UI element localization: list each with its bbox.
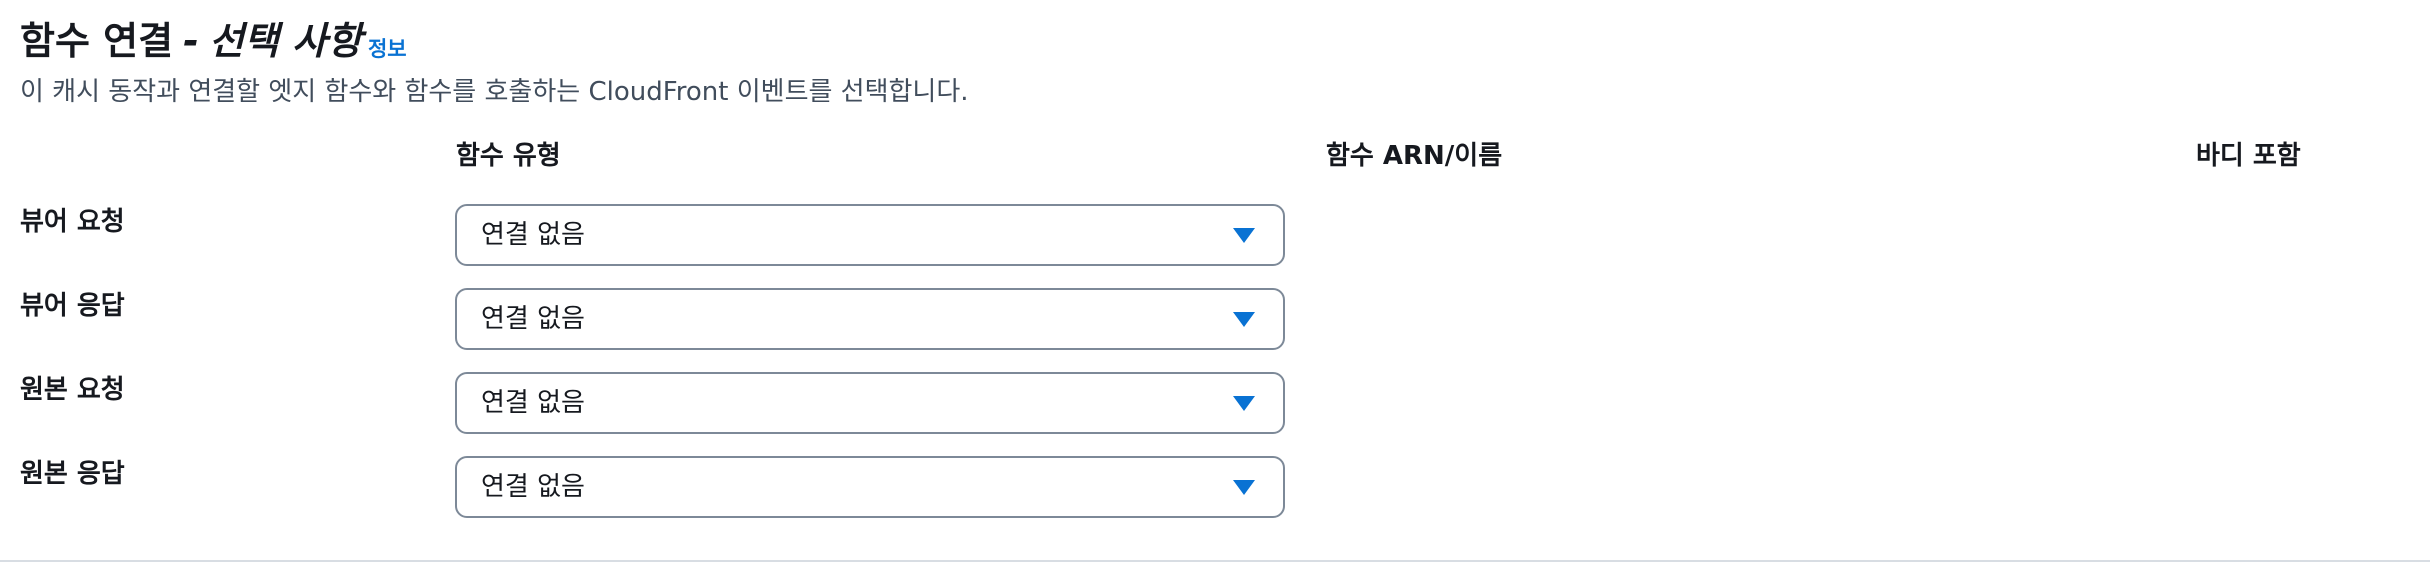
section-heading: 함수 연결 - 선택 사항 정보 xyxy=(20,16,407,66)
row-label-viewer-request: 뷰어 요청 xyxy=(20,207,125,237)
select-value: 연결 없음 xyxy=(481,388,585,418)
bottom-divider xyxy=(0,560,2430,562)
function-type-select-origin-request[interactable]: 연결 없음 xyxy=(455,372,1285,434)
caret-down-icon xyxy=(1233,396,1255,411)
function-type-select-viewer-response[interactable]: 연결 없음 xyxy=(455,288,1285,350)
column-header-function-arn: 함수 ARN/이름 xyxy=(1326,141,1503,171)
row-label-origin-response: 원본 응답 xyxy=(20,459,125,489)
select-value: 연결 없음 xyxy=(481,472,585,502)
title-optional: 선택 사항 xyxy=(208,19,362,63)
section-title: 함수 연결 xyxy=(20,19,174,63)
section-description: 이 캐시 동작과 연결할 엣지 함수와 함수를 호출하는 CloudFront … xyxy=(20,77,969,107)
caret-down-icon xyxy=(1233,480,1255,495)
column-header-include-body: 바디 포함 xyxy=(2196,141,2301,171)
select-value: 연결 없음 xyxy=(481,220,585,250)
row-label-viewer-response: 뷰어 응답 xyxy=(20,291,125,321)
select-value: 연결 없음 xyxy=(481,304,585,334)
title-separator: - xyxy=(183,19,199,63)
function-type-select-origin-response[interactable]: 연결 없음 xyxy=(455,456,1285,518)
column-header-function-type: 함수 유형 xyxy=(456,141,561,171)
function-type-select-viewer-request[interactable]: 연결 없음 xyxy=(455,204,1285,266)
row-label-origin-request: 원본 요청 xyxy=(20,375,125,405)
caret-down-icon xyxy=(1233,312,1255,327)
info-link[interactable]: 정보 xyxy=(367,37,407,61)
caret-down-icon xyxy=(1233,228,1255,243)
